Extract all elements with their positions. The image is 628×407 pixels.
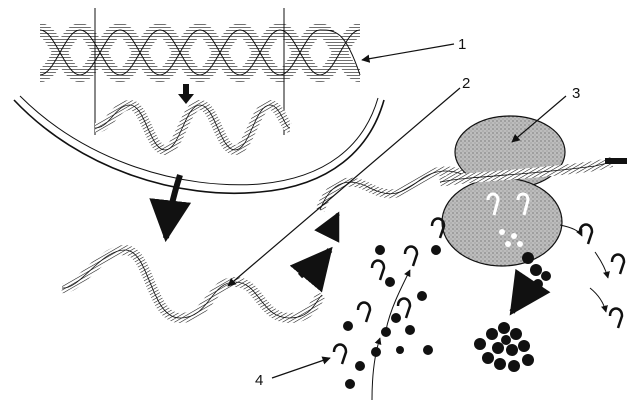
movement-arrow-2-icon: [326, 214, 338, 230]
export-arrow-icon: [166, 175, 180, 238]
folding-arrow-icon: [512, 292, 530, 312]
label-1: 1: [458, 36, 466, 53]
label-3: 3: [572, 85, 580, 102]
ribosome-icon: [440, 116, 627, 266]
dna-double-helix-icon: [40, 30, 360, 75]
leader-line-4: [272, 358, 330, 378]
protein-cluster-icon: [474, 322, 534, 372]
nuclear-membrane: [14, 100, 384, 193]
label-2: 2: [462, 75, 470, 92]
leader-line-1: [362, 44, 454, 60]
label-4: 4: [255, 372, 263, 389]
amino-acid-icon: [343, 245, 441, 389]
movement-arrow-icon: [300, 250, 330, 276]
cytoplasmic-mrna-strand: [62, 250, 322, 318]
transcription-arrow-icon: [178, 84, 194, 104]
